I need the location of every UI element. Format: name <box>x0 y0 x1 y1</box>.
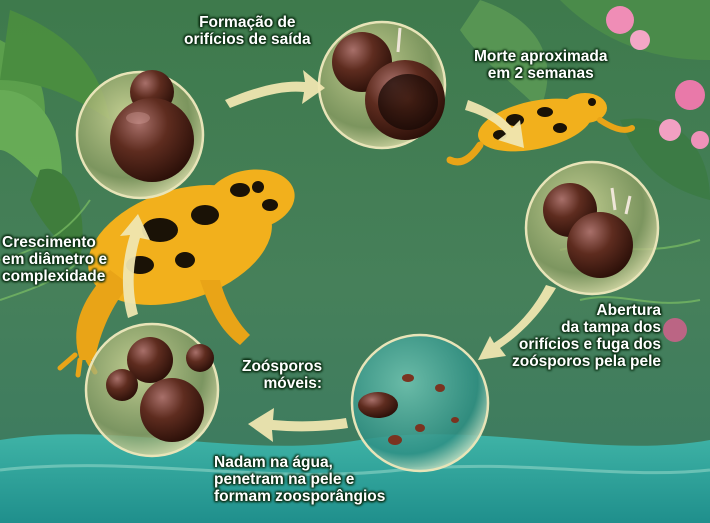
bubble-opening <box>524 160 660 296</box>
arrow-to-orifices <box>225 70 325 108</box>
label-death: Morte aproximada em 2 semanas <box>474 48 608 82</box>
bubble-zoosporangia <box>84 322 220 458</box>
label-orifices: Formação de orifícios de saída <box>184 14 311 48</box>
foliage-top-right <box>460 0 710 200</box>
label-opening: Abertura da tampa dos orifícios e fuga d… <box>512 302 662 370</box>
label-mobile: Zoósporos móveis: <box>242 358 323 392</box>
bubble-growth <box>75 70 205 200</box>
arrow-to-death <box>465 100 524 148</box>
arrow-to-swim <box>248 408 348 442</box>
arrow-to-growth <box>120 214 150 318</box>
frog-large <box>57 169 295 378</box>
flowers-pink <box>606 6 709 342</box>
arrow-to-zoospores <box>478 285 556 360</box>
bubble-orifices <box>317 20 447 150</box>
foliage-left <box>0 10 110 260</box>
cycle-arrows <box>120 70 556 442</box>
water <box>0 434 710 523</box>
label-swim: Nadam na água, penetram na pele e formam… <box>214 454 386 505</box>
label-growth: Crescimento em diâmetro e complexidade <box>2 234 108 285</box>
bubble-zoospores <box>350 333 490 473</box>
